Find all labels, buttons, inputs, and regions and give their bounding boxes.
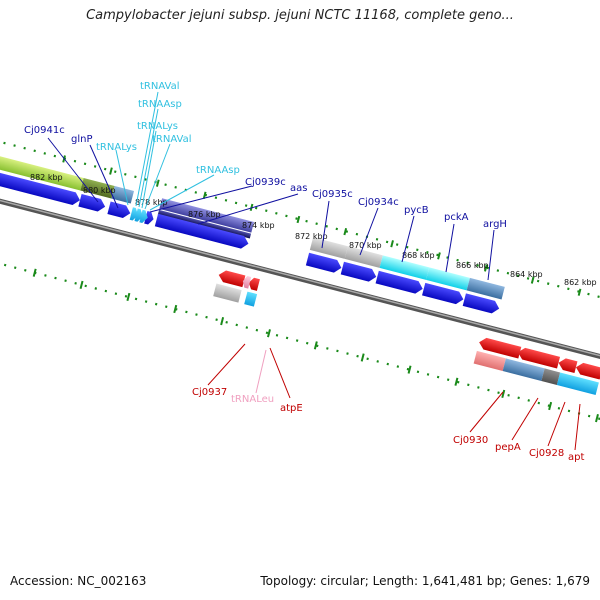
kbp-tick-labels: 882 kbp 880 kbp 878 kbp 876 kbp 874 kbp … xyxy=(30,173,597,287)
kbp-tick-label: 876 kbp xyxy=(188,210,221,219)
genome-summary: Topology: circular; Length: 1,641,481 bp… xyxy=(260,574,590,588)
kbp-tick-label: 866 kbp xyxy=(456,261,489,270)
forward-label-leaders xyxy=(47,137,495,281)
rna-label: tRNAVal xyxy=(152,134,192,145)
rna-gene-labels: tRNALys tRNAVal tRNAAsp tRNALys tRNAVal … xyxy=(96,81,240,176)
kbp-tick-label: 880 kbp xyxy=(83,186,116,195)
reverse-label-leaders xyxy=(207,343,581,451)
forward-function-bars xyxy=(0,152,505,300)
kbp-tick-label: 870 kbp xyxy=(349,241,382,250)
kbp-tick-label: 874 kbp xyxy=(242,221,275,230)
lower-major-ticks xyxy=(32,268,599,423)
gene-label: Cj0934c xyxy=(358,197,399,208)
gene-label: Cj0935c xyxy=(312,189,353,200)
kbp-tick-label: 864 kbp xyxy=(510,270,543,279)
accession-label: Accession: NC_002163 xyxy=(10,574,147,588)
gene-label: pepA xyxy=(495,442,521,453)
gene-label: Cj0939c xyxy=(245,177,286,188)
kbp-tick-label: 882 kbp xyxy=(30,173,63,182)
reverse-gene-arrows xyxy=(218,270,600,380)
forward-gene-arrows xyxy=(0,168,500,314)
reverse-function-bars xyxy=(213,283,599,396)
kbp-tick-label: 868 kbp xyxy=(402,251,435,260)
gene-label: apt xyxy=(568,452,584,463)
genome-backbone-highlight xyxy=(0,173,600,386)
forward-gene-labels: Cj0941c glnP Cj0939c aas Cj0935c Cj0934c… xyxy=(24,125,507,230)
gene-label: Cj0930 xyxy=(453,435,488,446)
forward-trna-arrows xyxy=(129,207,148,224)
reverse-gene-labels: Cj0937 atpE Cj0930 pepA Cj0928 apt xyxy=(192,387,584,463)
kbp-tick-label: 872 kbp xyxy=(295,232,328,241)
reverse-rna-labels: tRNALeu xyxy=(231,394,274,405)
gene-label: aas xyxy=(290,183,307,194)
gene-label: Cj0937 xyxy=(192,387,227,398)
gene-label: Cj0941c xyxy=(24,125,65,136)
kbp-tick-label: 862 kbp xyxy=(564,278,597,287)
rna-label: tRNAAsp xyxy=(138,99,182,110)
kbp-tick-label: 878 kbp xyxy=(135,198,168,207)
page-title: Campylobacter jejuni subsp. jejuni NCTC … xyxy=(86,8,514,23)
gene-label: glnP xyxy=(71,134,93,145)
rna-label-leaders xyxy=(115,91,215,211)
rna-label: tRNAAsp xyxy=(196,165,240,176)
upper-major-ticks xyxy=(62,155,582,296)
rna-label: tRNALeu xyxy=(231,394,274,405)
gene-label: argH xyxy=(483,219,507,230)
gene-label: atpE xyxy=(280,403,303,414)
gene-label: Cj0928 xyxy=(529,448,564,459)
rna-label: tRNALys xyxy=(137,121,178,132)
gene-label: pycB xyxy=(404,205,429,216)
rna-label: tRNAVal xyxy=(140,81,180,92)
gene-label: pckA xyxy=(444,212,469,223)
rna-label: tRNALys xyxy=(96,142,137,153)
reverse-trna-arrows xyxy=(242,276,252,289)
